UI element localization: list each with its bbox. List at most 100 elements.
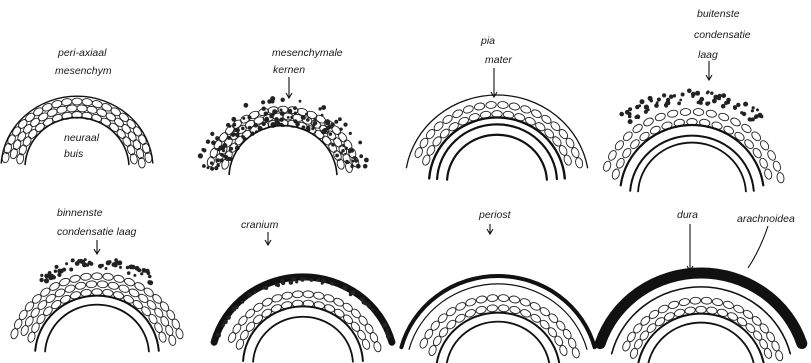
mesenchyme-cell	[758, 157, 769, 169]
mesenchyme-cell	[428, 344, 438, 356]
nucleus-dot	[81, 261, 85, 265]
neural-tube-wall-arc	[229, 126, 337, 175]
nucleus-dot	[269, 114, 273, 118]
panel-8-dura-arachnoidea	[600, 224, 802, 363]
mesenchyme-cell	[520, 104, 532, 114]
nucleus-dot	[44, 278, 49, 283]
nucleus-dot	[226, 123, 230, 127]
mesenchyme-cell	[509, 102, 521, 111]
nucleus-dot	[223, 320, 227, 324]
nucleus-dot	[307, 126, 310, 129]
nucleus-dot	[279, 118, 283, 122]
mesenchyme-cell	[759, 139, 771, 151]
nucleus-dot	[119, 266, 122, 269]
nucleus-dot	[127, 271, 131, 275]
mesenchyme-cell	[766, 149, 777, 161]
nucleus-dot	[305, 113, 308, 116]
nucleus-dot	[222, 149, 225, 152]
mesenchyme-cell	[72, 98, 82, 105]
nucleus-dot	[227, 136, 231, 140]
nucleus-dot	[644, 105, 649, 110]
nucleus-dot	[321, 282, 324, 285]
mesenchyme-cell	[474, 102, 486, 111]
label-laag: laag	[698, 49, 718, 61]
mesenchyme-cell	[421, 154, 431, 166]
nucleus-dot	[219, 153, 222, 156]
nucleus-dot	[244, 103, 249, 108]
nucleus-dot	[338, 117, 342, 121]
mesenchyme-cell	[705, 109, 717, 118]
nucleus-dot	[650, 99, 653, 102]
pia-mater-arc	[243, 306, 363, 361]
panel-5-inner-condensation	[10, 240, 184, 352]
nucleus-dot	[272, 109, 277, 114]
label-mater: mater	[485, 54, 512, 66]
nucleus-dot	[264, 117, 269, 122]
mesenchyme-cell	[487, 294, 498, 301]
nucleus-dot	[705, 102, 709, 106]
nucleus-dot	[733, 106, 737, 110]
nucleus-dot	[721, 104, 726, 109]
mesenchyme-cell	[153, 306, 165, 318]
mesenchyme-cell	[175, 328, 184, 340]
mesenchyme-cell	[519, 297, 531, 307]
nucleus-dot	[382, 323, 387, 328]
nucleus-dot	[742, 112, 746, 116]
nucleus-dot	[216, 333, 221, 338]
label-dura: dura	[677, 209, 698, 221]
mesenchyme-cell	[118, 111, 130, 123]
neural-tube-arc	[647, 323, 755, 363]
nucleus-dot	[39, 278, 43, 282]
nucleus-dot	[662, 93, 666, 97]
nucleus-dot	[343, 286, 348, 291]
nucleus-dot	[280, 111, 285, 116]
nucleus-dot	[222, 143, 227, 148]
mesenchyme-cell	[574, 157, 583, 169]
mesenchyme-cell	[611, 168, 620, 180]
nucleus-dot	[206, 140, 210, 144]
nucleus-dot	[280, 109, 283, 112]
nucleus-dot	[698, 101, 701, 104]
nucleus-dot	[293, 106, 297, 110]
label-pia: pia	[480, 35, 495, 47]
nucleus-dot	[756, 108, 759, 111]
panel-6-cranium	[214, 232, 392, 362]
mesenchyme-cell	[75, 281, 87, 290]
nucleus-dot	[736, 103, 740, 107]
nucleus-dot	[350, 149, 354, 153]
mesenchyme-cell	[24, 300, 36, 312]
mesenchyme-cell	[729, 117, 741, 128]
mesenchyme-cell	[313, 291, 325, 300]
nucleus-dot	[311, 127, 314, 130]
nucleus-dot	[364, 158, 369, 163]
nucleus-dot	[743, 102, 748, 107]
nucleus-dot	[293, 119, 297, 123]
nucleus-dot	[40, 274, 43, 277]
mesenchyme-cell	[654, 112, 666, 122]
nucleus-dot	[666, 98, 670, 102]
mesenchyme-cell	[159, 300, 171, 312]
mesenchyme-cell	[696, 306, 706, 313]
mesenchyme-cell	[80, 273, 91, 281]
nucleus-dot	[281, 281, 285, 285]
nucleus-dot	[133, 274, 136, 277]
label-binnenste: binnenste	[57, 207, 103, 219]
mesenchyme-cell	[740, 123, 752, 135]
nucleus-dot	[147, 280, 152, 285]
nucleus-dot	[231, 117, 236, 122]
mesenchyme-cell	[332, 136, 344, 148]
nucleus-dot	[359, 154, 363, 158]
mesenchyme-cell	[27, 128, 39, 140]
mesenchyme-cell	[712, 298, 724, 307]
nucleus-dot	[677, 102, 681, 106]
mesenchyme-cell	[132, 125, 143, 137]
label-cranium: cranium	[241, 219, 279, 231]
mesenchyme-cell	[127, 130, 138, 142]
pia-mater-arc	[436, 313, 560, 363]
cranium-band-arc	[214, 277, 392, 342]
label-kernen: kernen	[273, 64, 305, 76]
nucleus-dot	[654, 103, 659, 108]
mesenchyme-cell	[24, 111, 36, 123]
mesenchyme-cell	[498, 294, 509, 301]
mesenchyme-cell	[281, 291, 293, 300]
